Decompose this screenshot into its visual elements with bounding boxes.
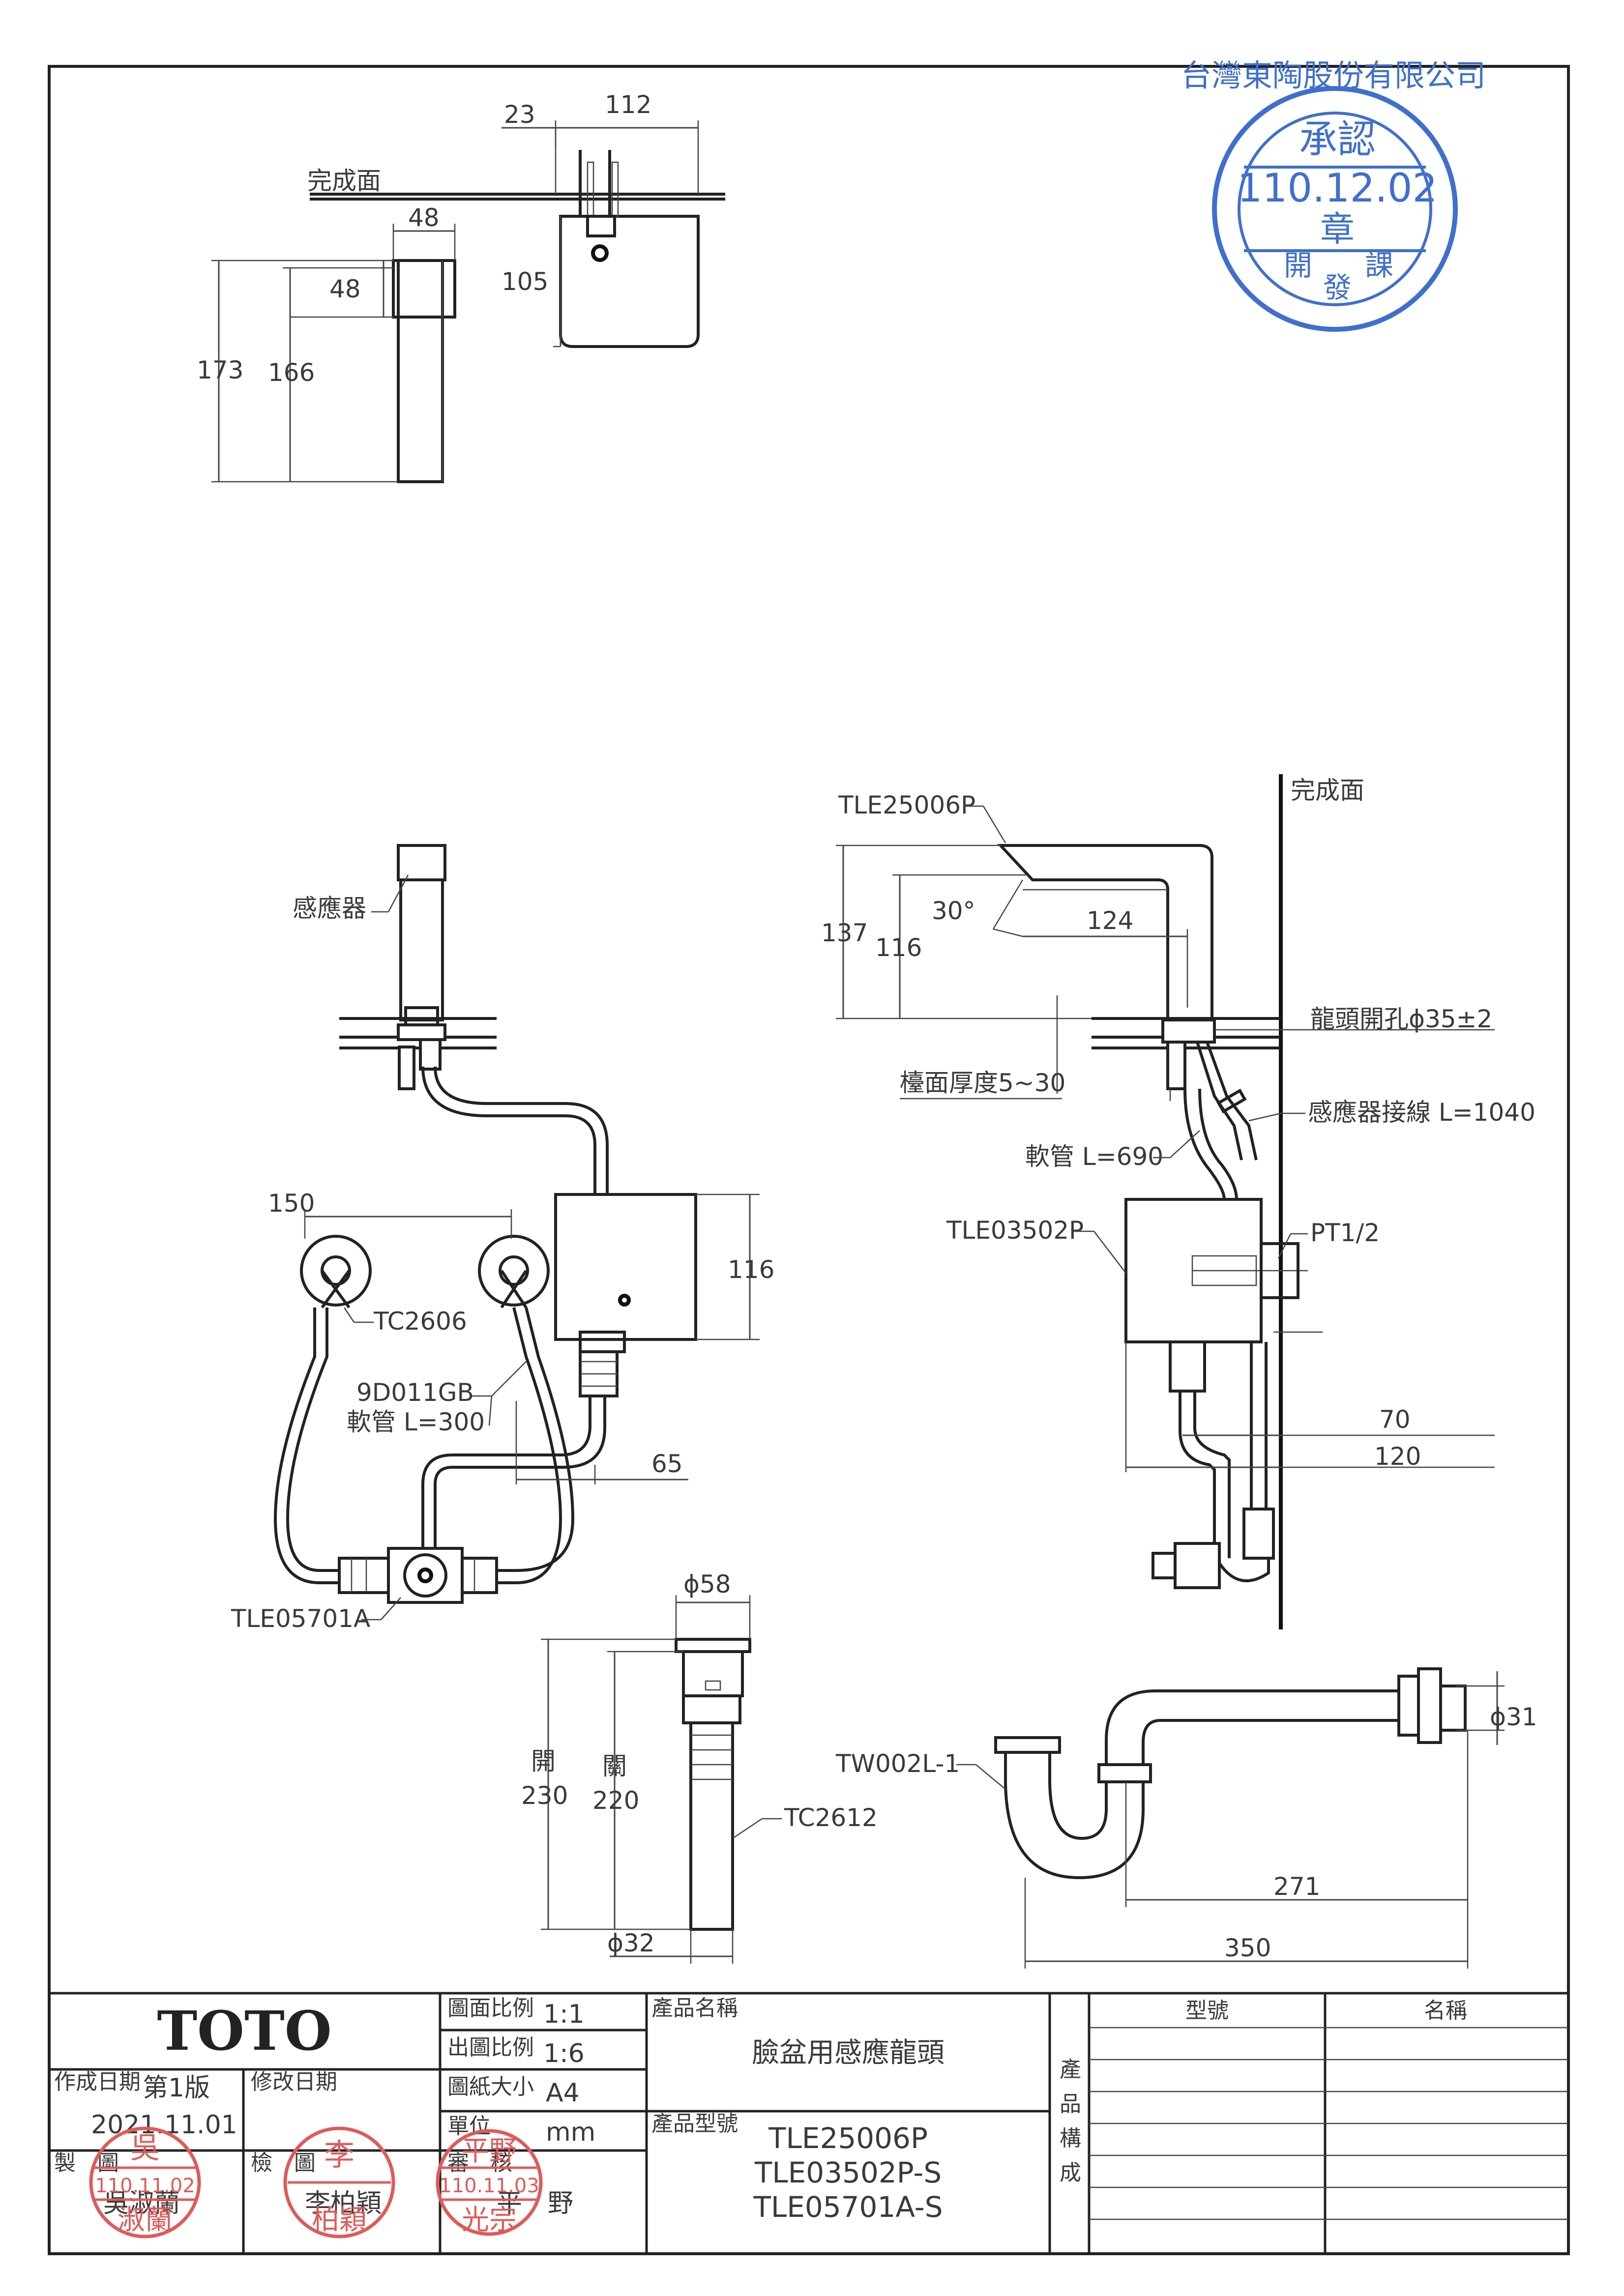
model-1: TLE25006P	[768, 2122, 928, 2155]
composition-3: 構	[1060, 2126, 1081, 2151]
dim-d32: ϕ32	[607, 1929, 655, 1957]
brand-logo: TOTO	[157, 1999, 331, 2063]
approved-seal-bottom: 光宗	[462, 2204, 517, 2236]
stamp-title: 承認	[1299, 117, 1376, 162]
dim-116-box: 116	[728, 1255, 774, 1284]
composition-4: 成	[1060, 2160, 1081, 2185]
print-scale-value: 1:6	[543, 2039, 585, 2068]
tle03502p-label: TLE03502P	[946, 1216, 1084, 1245]
approved-label: 審 核	[447, 2151, 512, 2176]
tap-hole-label: 龍頭開孔ϕ35±2	[1310, 1005, 1492, 1033]
approved-seal: 平野 110.11.03 光宗	[436, 2129, 543, 2236]
stamp-dept-3: 課	[1365, 249, 1393, 282]
col-name: 名稱	[1424, 1998, 1467, 2023]
version-value: 第1版	[143, 2073, 210, 2103]
scale-value: 1:1	[543, 2000, 585, 2029]
product-model-label: 產品型號	[651, 2111, 738, 2136]
dim-230: 230	[521, 1781, 568, 1810]
checked-by: 李柏穎	[305, 2189, 382, 2218]
dim-124: 124	[1087, 906, 1133, 935]
composition-2: 品	[1060, 2092, 1081, 2117]
stamp-dept-2: 發	[1323, 271, 1352, 304]
revised-label: 修改日期	[251, 2069, 337, 2094]
hose-690-label: 軟管 L=690	[1025, 1142, 1163, 1171]
model-3: TLE05701A-S	[753, 2190, 943, 2224]
finish-surface-label-top: 完成面	[307, 167, 381, 195]
tle25006p-label: TLE25006P	[838, 791, 975, 819]
pt-label: PT1/2	[1310, 1219, 1380, 1247]
dim-23: 23	[504, 100, 535, 129]
dim-137: 137	[821, 919, 868, 947]
side-view: 完成面 TLE25006P 137 116 30° 124 龍頭開孔ϕ35±2	[821, 774, 1535, 1629]
dim-166: 166	[268, 358, 315, 387]
tc2612-label: TC2612	[784, 1803, 878, 1832]
dim-d58: ϕ58	[683, 1570, 731, 1598]
dim-d31: ϕ31	[1490, 1703, 1537, 1731]
dim-105: 105	[502, 267, 548, 296]
stamp-company: 台灣東陶股份有限公司	[1181, 58, 1486, 93]
dim-70: 70	[1379, 1405, 1411, 1434]
drawn-seal: 吳 110.11.02 淑蘭	[89, 2126, 201, 2238]
paper-label: 圖紙大小	[447, 2074, 534, 2099]
checked-label: 檢 圖	[251, 2151, 316, 2176]
approval-stamp: 台灣東陶股份有限公司 承認 110.12.02 章 開 發 課	[1181, 58, 1486, 332]
dim-48-top: 48	[408, 203, 440, 232]
sensor-wire-label: 感應器接線 L=1040	[1308, 1098, 1535, 1127]
drawn-by: 吳淑蘭	[103, 2189, 180, 2218]
dim-350: 350	[1224, 1934, 1271, 1962]
print-scale-label: 出圖比例	[447, 2035, 534, 2060]
drawn-seal-top: 吳	[130, 2131, 160, 2165]
top-view: 完成面 48 48 173 166 23 112	[197, 90, 725, 483]
title-block: TOTO 圖面比例 1:1 出圖比例 1:6 圖紙大小 A4 單位 mm 作成日…	[48, 1992, 1570, 2255]
dim-48-side: 48	[329, 275, 361, 303]
scale-label: 圖面比例	[447, 1996, 534, 2021]
approved-seal-date: 110.11.03	[439, 2175, 539, 2197]
sheet-border	[48, 65, 1570, 2255]
composition-1: 產	[1060, 2057, 1081, 2082]
dim-116-side: 116	[875, 933, 922, 962]
dim-angle: 30°	[932, 897, 975, 925]
paper-value: A4	[546, 2078, 580, 2108]
checked-seal-top: 李	[324, 2137, 354, 2173]
hose-part-label: 9D011GB	[356, 1378, 474, 1407]
tle05701a-label: TLE05701A	[231, 1604, 370, 1633]
unit-value: mm	[546, 2118, 595, 2147]
checked-seal-bottom: 柏穎	[312, 2204, 367, 2236]
created-label: 作成日期	[54, 2069, 141, 2094]
tw002l-label: TW002L-1	[835, 1749, 960, 1778]
dim-65: 65	[651, 1450, 683, 1478]
open-label: 開	[531, 1747, 556, 1775]
dim-173: 173	[197, 356, 243, 384]
model-2: TLE03502P-S	[754, 2156, 942, 2189]
counter-thickness-label: 檯面厚度5~30	[900, 1069, 1065, 1097]
dim-120: 120	[1374, 1442, 1421, 1471]
product-name-label: 產品名稱	[651, 1996, 738, 2021]
created-date: 2021.11.01	[91, 2110, 237, 2140]
stamp-date: 110.12.02	[1237, 165, 1437, 211]
finish-surface-label-side: 完成面	[1291, 776, 1364, 805]
drawn-label: 製 圖	[54, 2151, 119, 2176]
drawn-seal-bottom: 淑蘭	[118, 2204, 173, 2236]
approved-seal-top: 平野	[462, 2135, 517, 2167]
drain-view: ϕ58 開 230 關 220 TC2612 ϕ32	[521, 1570, 878, 1964]
dim-112: 112	[605, 90, 651, 119]
checked-seal: 李 柏穎	[283, 2126, 395, 2238]
stamp-dept-1: 開	[1284, 249, 1312, 282]
close-label: 關	[602, 1752, 627, 1780]
drawn-seal-date: 110.11.02	[95, 2175, 195, 2197]
hose-length-label: 軟管 L=300	[347, 1408, 485, 1436]
sensor-label: 感應器	[293, 894, 366, 923]
dim-220: 220	[592, 1786, 639, 1815]
stamp-seal: 章	[1320, 209, 1355, 249]
col-model: 型號	[1185, 1998, 1229, 2023]
trap-view: ϕ31 TW002L-1 271 350	[835, 1667, 1537, 1969]
tc2606-label: TC2606	[373, 1307, 467, 1336]
dim-150: 150	[268, 1189, 315, 1218]
product-name: 臉盆用感應龍頭	[752, 2037, 945, 2069]
dim-271: 271	[1273, 1872, 1320, 1901]
install-view: 感應器 116 150 TC2606	[231, 844, 774, 1633]
